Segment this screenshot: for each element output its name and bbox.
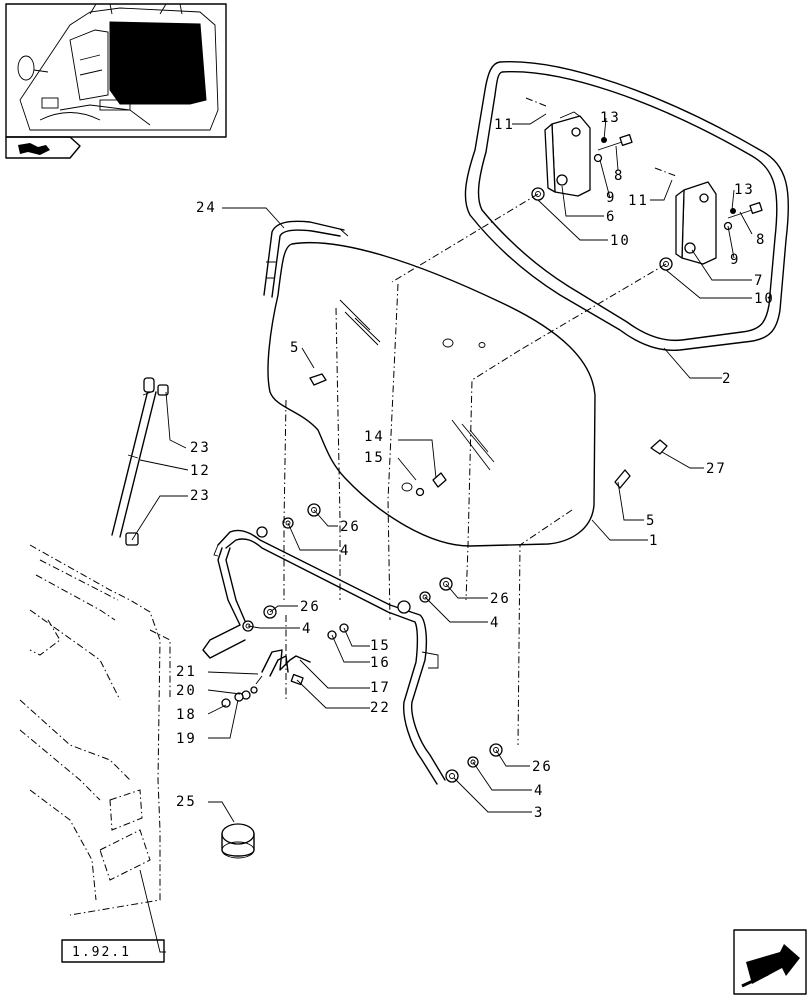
callout-26c: 26 — [490, 591, 511, 607]
callout-24: 24 — [196, 200, 217, 216]
cap-part-25 — [221, 823, 255, 859]
callout-18: 18 — [176, 707, 197, 723]
callout-25: 25 — [176, 794, 197, 810]
callout-19: 19 — [176, 731, 197, 747]
arrow-right-icon — [5, 136, 81, 159]
part-labels: 1 2 3 4 4 4 4 5 5 6 7 8 8 9 9 10 10 11 1… — [176, 110, 775, 821]
callout-26a: 26 — [340, 519, 361, 535]
callout-17: 17 — [370, 680, 391, 696]
callout-15a: 15 — [364, 450, 385, 466]
callout-10a: 10 — [610, 233, 631, 249]
gas-strut-part-12 — [111, 377, 169, 546]
callout-4b: 4 — [302, 621, 312, 637]
callout-14: 14 — [364, 429, 385, 445]
callout-3: 3 — [534, 805, 544, 821]
reference-box-label: 1.92.1 — [72, 945, 131, 960]
callout-4d: 4 — [534, 783, 544, 799]
hinge-part-6 — [544, 111, 591, 197]
callout-8a: 8 — [614, 168, 624, 184]
callout-11a: 11 — [494, 117, 515, 133]
frame-bracket-part-3 — [202, 526, 446, 785]
callout-4a: 4 — [340, 543, 350, 559]
cab-pillar-outline — [19, 544, 171, 916]
callout-9a: 9 — [606, 190, 616, 206]
callout-4c: 4 — [490, 615, 500, 631]
arrow-down-left-icon — [733, 929, 807, 995]
latch-assembly — [221, 649, 311, 708]
callout-22: 22 — [370, 700, 391, 716]
callout-5a: 5 — [290, 340, 300, 356]
callout-23a: 23 — [190, 440, 211, 456]
callout-2: 2 — [722, 371, 732, 387]
hinge-part-7 — [675, 181, 717, 265]
callout-15b: 15 — [370, 638, 391, 654]
callout-13a: 13 — [600, 110, 621, 126]
callout-9b: 9 — [730, 252, 740, 268]
thumbnail-icon — [5, 3, 227, 138]
callout-7: 7 — [754, 273, 764, 289]
assembly-lines — [283, 193, 667, 746]
callout-10b: 10 — [754, 291, 775, 307]
callout-16: 16 — [370, 655, 391, 671]
callout-13b: 13 — [734, 182, 755, 198]
reference-box[interactable]: 1.92.1 — [61, 939, 165, 963]
window-seal-part-2 — [464, 60, 790, 352]
rear-glass-part-1 — [267, 241, 596, 547]
hinge-fasteners — [525, 97, 763, 271]
callout-12: 12 — [190, 463, 211, 479]
callout-26d: 26 — [532, 759, 553, 775]
callout-6: 6 — [606, 209, 616, 225]
leader-lines — [131, 113, 753, 953]
callout-23b: 23 — [190, 488, 211, 504]
callout-5b: 5 — [646, 513, 656, 529]
callout-8b: 8 — [756, 232, 766, 248]
callout-11b: 11 — [628, 193, 649, 209]
callout-26b: 26 — [300, 599, 321, 615]
callout-27: 27 — [706, 461, 727, 477]
callout-20: 20 — [176, 683, 197, 699]
callout-1: 1 — [649, 533, 659, 549]
callout-21: 21 — [176, 664, 197, 680]
gasket-part-24 — [263, 220, 349, 298]
washers-and-nuts — [242, 373, 668, 783]
